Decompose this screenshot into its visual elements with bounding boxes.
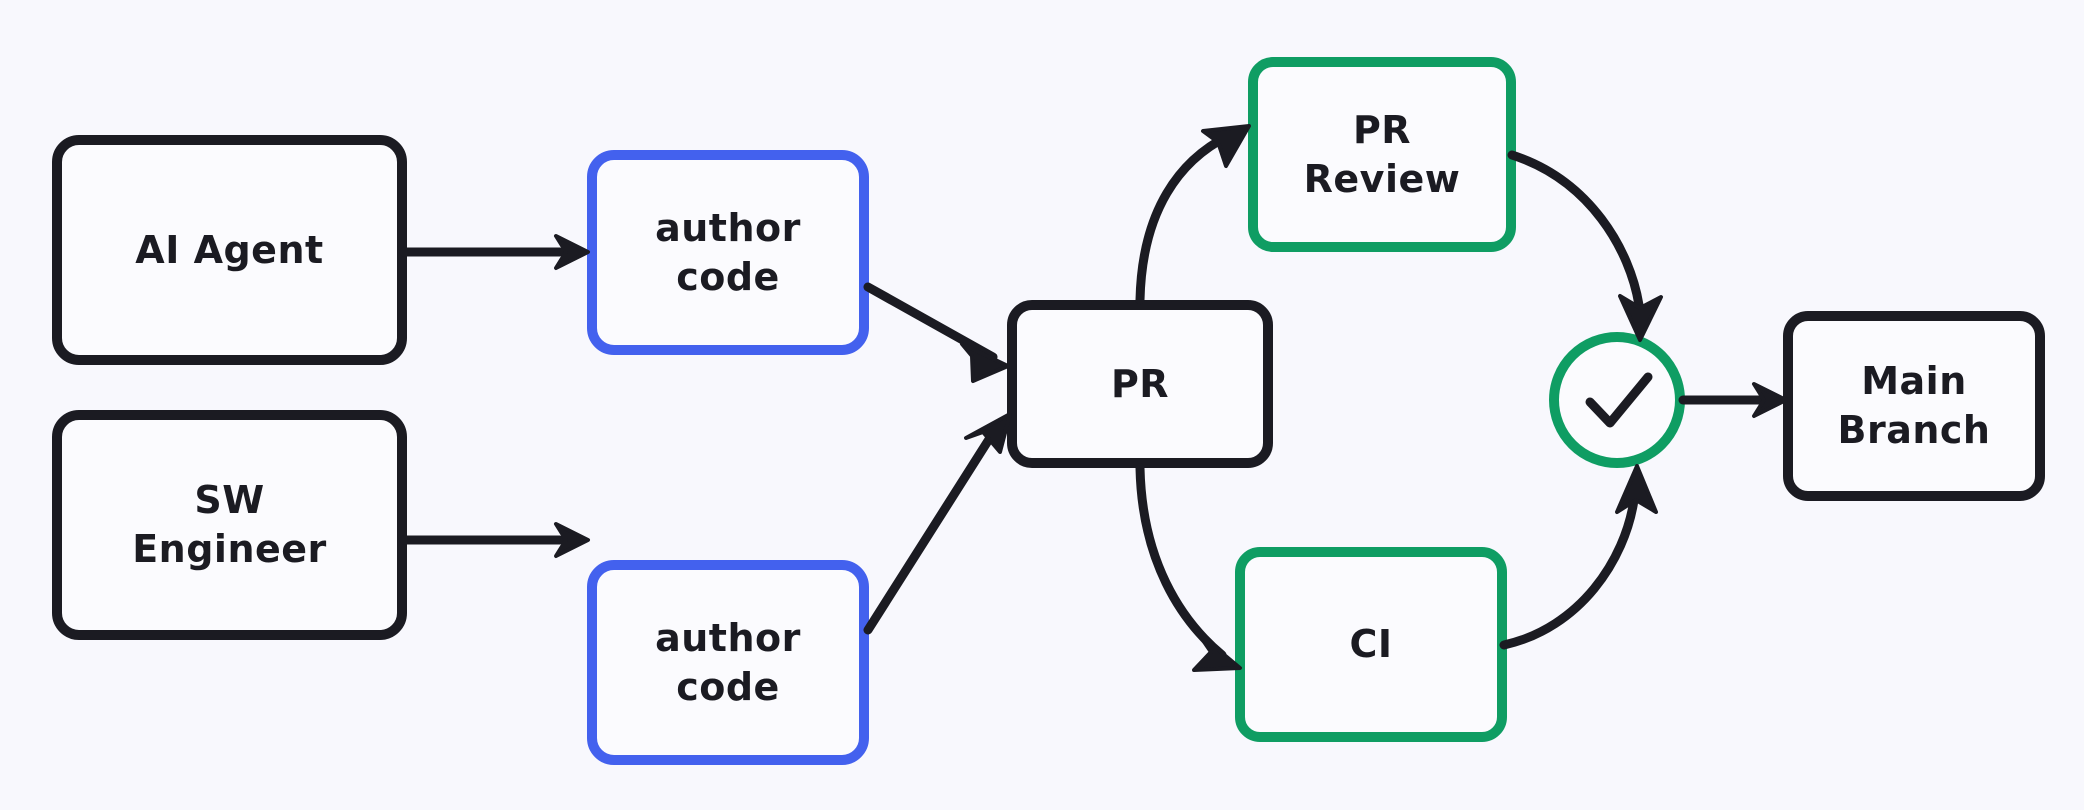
node-ci-box[interactable] xyxy=(1235,547,1507,742)
edge-author-code-bottom-to-pr xyxy=(863,412,1012,635)
edge-author-code-top-to-pr xyxy=(863,282,1010,383)
edge-ai-agent-to-author-code-top xyxy=(399,234,590,270)
edge-ci-to-merge-check xyxy=(1499,464,1658,650)
node-pr-box[interactable] xyxy=(1007,300,1273,468)
node-author-code-bottom-box[interactable] xyxy=(587,560,869,765)
check-icon xyxy=(1585,372,1653,428)
edge-pr-to-ci xyxy=(1135,463,1242,672)
node-merge-check-circle[interactable] xyxy=(1549,332,1685,468)
node-pr-review-box[interactable] xyxy=(1248,57,1516,252)
node-main-branch-box[interactable] xyxy=(1783,311,2045,501)
edge-pr-review-to-merge-check xyxy=(1507,150,1663,342)
node-author-code-top-box[interactable] xyxy=(587,150,869,355)
edge-merge-check-to-main-branch xyxy=(1678,382,1788,418)
node-sw-engineer-box[interactable] xyxy=(52,410,407,640)
edge-pr-to-pr-review xyxy=(1135,124,1251,305)
edge-sw-engineer-to-author-code-bottom xyxy=(399,522,590,558)
node-ai-agent-box[interactable] xyxy=(52,135,407,365)
